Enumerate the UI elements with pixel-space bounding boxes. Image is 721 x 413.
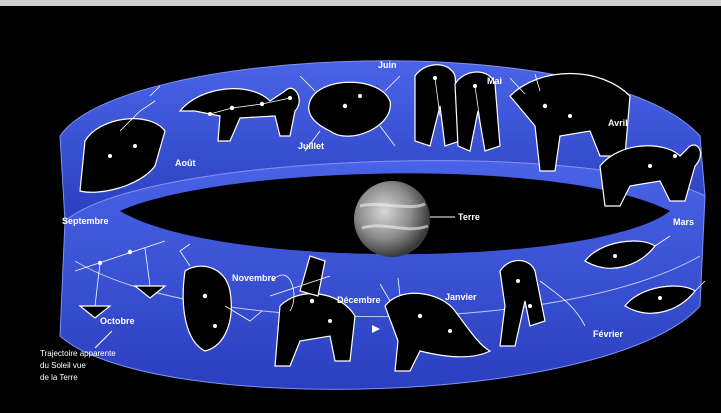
month-label-avril: Avril (608, 118, 628, 128)
month-label-decembre: Décembre (337, 295, 381, 305)
caption-line-3: de la Terre (40, 373, 78, 382)
zodiac-diagram: Terre Juin Mai Avril Juillet Août Mars S… (0, 6, 721, 413)
month-label-octobre: Octobre (100, 316, 135, 326)
earth-globe (354, 181, 430, 257)
caption-line-1: Trajectoire apparente (40, 349, 116, 358)
caption-line-2: du Soleil vue (40, 361, 86, 370)
month-label-septembre: Septembre (62, 216, 109, 226)
earth-label: Terre (458, 212, 480, 222)
month-label-janvier: Janvier (445, 292, 477, 302)
month-label-novembre: Novembre (232, 273, 276, 283)
month-label-juin: Juin (378, 60, 397, 70)
month-label-juillet: Juillet (298, 141, 324, 151)
month-label-mars: Mars (673, 217, 694, 227)
month-label-aout: Août (175, 158, 196, 168)
month-label-mai: Mai (487, 76, 502, 86)
month-label-fevrier: Février (593, 329, 624, 339)
